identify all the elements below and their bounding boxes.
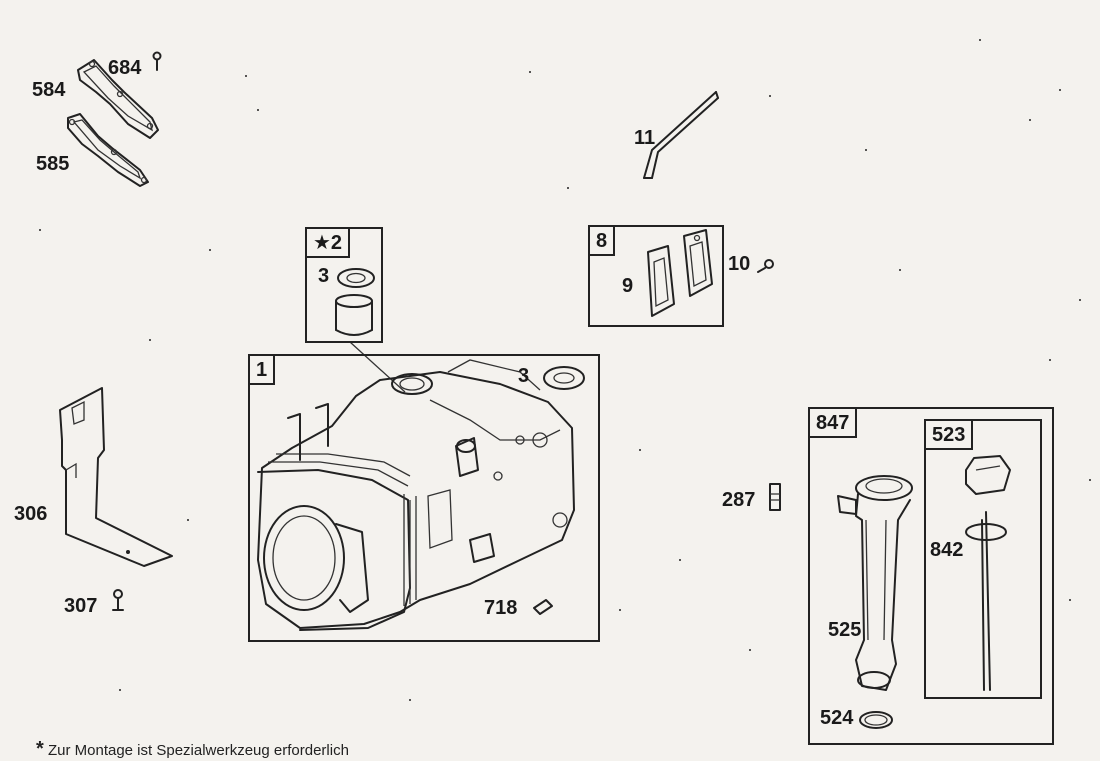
label-3-lower: 3 bbox=[518, 365, 530, 387]
part-3-seal-lower bbox=[543, 366, 585, 390]
part-11-breather-tube bbox=[643, 91, 719, 179]
part-523-dipstick bbox=[965, 455, 1011, 691]
part-684-screw bbox=[152, 51, 162, 71]
label-306: 306 bbox=[14, 503, 48, 525]
label-287: 287 bbox=[722, 489, 756, 511]
kit-box-1: 1 bbox=[248, 354, 600, 642]
label-307: 307 bbox=[64, 595, 98, 617]
label-684: 684 bbox=[108, 57, 142, 79]
label-9: 9 bbox=[622, 275, 634, 297]
part-1-cylinder-block bbox=[257, 359, 575, 631]
kit-box-2: ★2 bbox=[305, 227, 383, 343]
kit-box-8: 8 bbox=[588, 225, 724, 327]
part-2-bushing bbox=[335, 294, 373, 336]
label-718: 718 bbox=[484, 597, 518, 619]
part-307-screw bbox=[112, 589, 124, 611]
footnote-text: Zur Montage ist Spezialwerkzeug erforder… bbox=[47, 742, 349, 759]
part-718-pin bbox=[533, 599, 553, 615]
kit-box-523: 523 bbox=[924, 419, 1042, 699]
label-11: 11 bbox=[634, 127, 656, 149]
kit-label-2: ★2 bbox=[305, 227, 351, 258]
part-8-gasket bbox=[683, 229, 713, 297]
label-585: 585 bbox=[36, 153, 70, 175]
part-10-screw bbox=[757, 259, 774, 273]
kit-label-847: 847 bbox=[808, 407, 858, 438]
leader-line bbox=[349, 341, 406, 393]
part-585-gasket bbox=[67, 113, 149, 187]
part-525-oil-tube bbox=[837, 475, 913, 691]
label-3-upper: 3 bbox=[318, 265, 330, 287]
kit-label-8: 8 bbox=[588, 225, 616, 256]
part-524-o-ring bbox=[859, 711, 893, 729]
part-3-seal-upper bbox=[337, 268, 375, 288]
part-584-gasket bbox=[77, 59, 159, 139]
scan-speckles bbox=[39, 39, 1091, 701]
label-842: 842 bbox=[930, 539, 964, 561]
label-524: 524 bbox=[820, 707, 854, 729]
part-9-gasket bbox=[647, 245, 675, 317]
part-287-plug bbox=[769, 483, 781, 511]
kit-label-1: 1 bbox=[248, 354, 276, 385]
kit-box-847: 847 bbox=[808, 407, 1054, 745]
label-584: 584 bbox=[32, 79, 66, 101]
label-10: 10 bbox=[728, 253, 751, 275]
label-525: 525 bbox=[828, 619, 862, 641]
kit-label-523: 523 bbox=[924, 419, 974, 450]
part-306-shield bbox=[59, 387, 173, 567]
footnote-star: * bbox=[36, 738, 44, 760]
special-tool-footnote: * Zur Montage ist Spezialwerkzeug erford… bbox=[36, 738, 349, 761]
